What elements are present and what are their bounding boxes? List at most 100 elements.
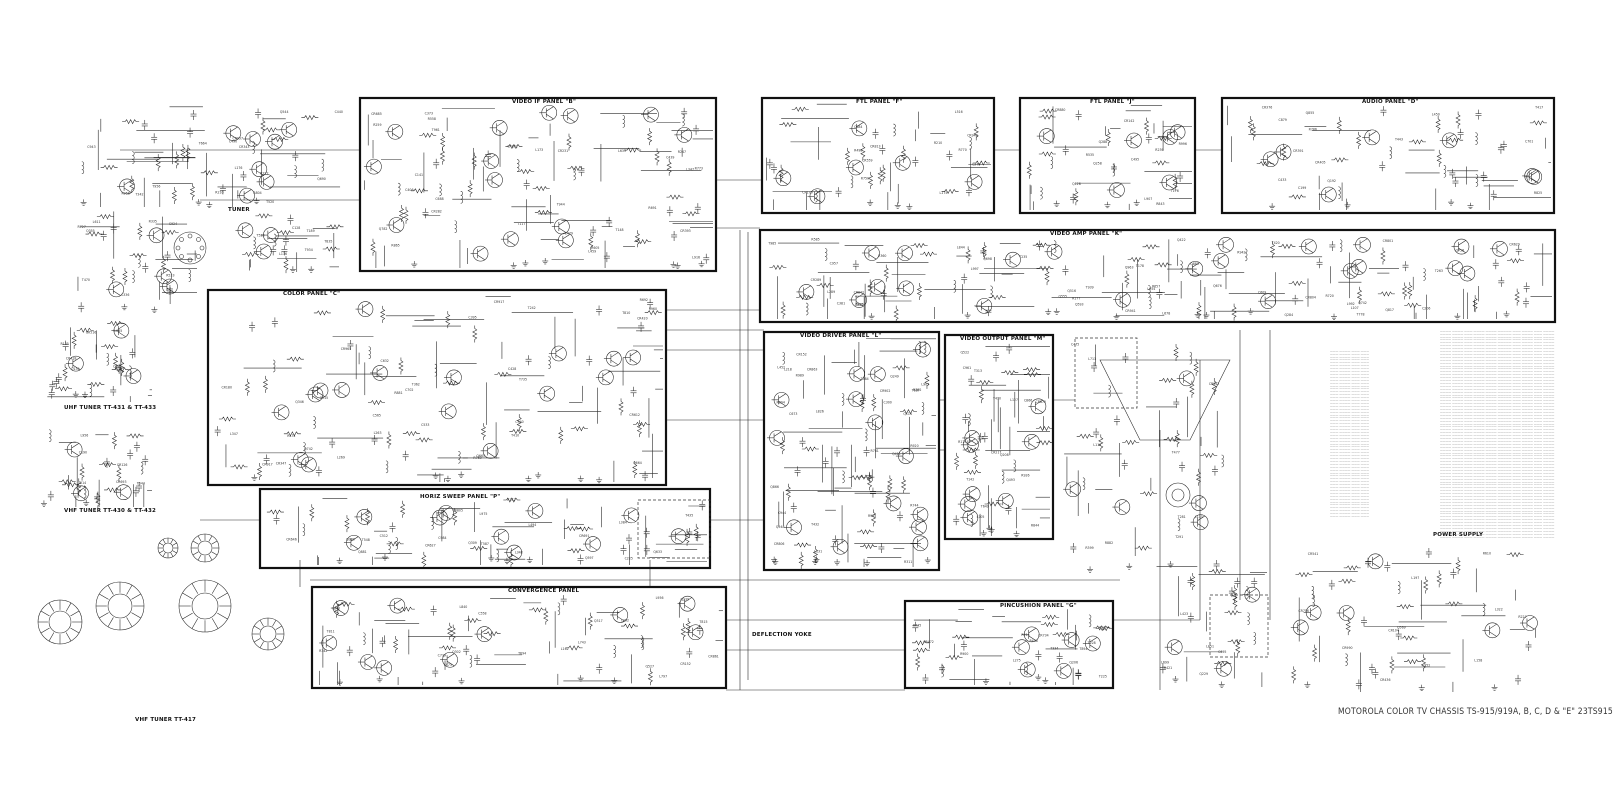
transistor-symbol xyxy=(354,509,373,525)
capacitor-symbol xyxy=(852,260,859,271)
component-ref-text: C558 xyxy=(478,612,486,616)
resistor-symbol xyxy=(440,133,446,151)
component-ref-text: Q516 xyxy=(1067,289,1076,293)
capacitor-symbol xyxy=(1075,669,1082,680)
resistor-symbol xyxy=(344,515,350,533)
tuner-dial-symbol xyxy=(190,533,220,563)
notes-text-line: ——— ———— ——— ——— xyxy=(1330,451,1369,455)
ground-symbol xyxy=(488,554,495,562)
ground-symbol xyxy=(195,199,202,206)
capacitor-symbol xyxy=(474,654,481,665)
component-ref-text: R210 xyxy=(215,190,223,194)
component-ref-text: T435 xyxy=(855,303,864,307)
component-ref-text: Q411 xyxy=(892,452,901,456)
component-ref-text: T291 xyxy=(1174,535,1183,539)
component-ref-text: T815 xyxy=(698,620,707,624)
coil-symbol xyxy=(132,151,135,164)
capacitor-symbol xyxy=(1005,504,1012,515)
transistor-symbol xyxy=(846,391,864,407)
component-ref-text: R399 xyxy=(1085,546,1093,550)
component-ref-text: T687 xyxy=(911,389,920,393)
resistor-symbol xyxy=(266,509,284,515)
component-ref-text: CR126 xyxy=(117,463,128,467)
capacitor-symbol xyxy=(1070,193,1077,204)
ground-symbol xyxy=(906,203,913,210)
ground-symbol xyxy=(1113,313,1120,320)
component-ref-text: T548 xyxy=(361,538,370,542)
resistor-symbol xyxy=(260,117,266,135)
resistor-symbol xyxy=(1403,658,1421,665)
ground-symbol xyxy=(1344,201,1351,209)
ground-symbol xyxy=(81,391,88,398)
resistor-symbol xyxy=(1232,585,1238,603)
capacitor-symbol xyxy=(643,527,650,538)
component-ref-text: R259 xyxy=(373,123,381,127)
component-ref-text: CR152 xyxy=(796,353,807,357)
notes-text-line: ———— ———— ——— ———— ———— ————— ——— ———— —… xyxy=(1440,410,1554,414)
component-ref-text: R955 xyxy=(868,514,876,518)
component-ref-text: L844 xyxy=(957,245,965,249)
capacitor-symbol xyxy=(832,535,839,546)
component-ref-text: L263 xyxy=(374,431,382,435)
transistor-symbol xyxy=(1053,663,1072,679)
capacitor-symbol xyxy=(1500,140,1507,151)
capacitor-symbol xyxy=(127,449,134,460)
notes-text-line: ———— ———— ——— ———— ———— ————— ——— ———— —… xyxy=(1440,436,1554,440)
component-ref-text: R843 xyxy=(1156,202,1164,206)
component-ref-text: L118 xyxy=(1093,443,1101,447)
component-ref-text: Q676 xyxy=(1213,284,1222,288)
transistor-symbol xyxy=(595,369,614,386)
resistor-symbol xyxy=(286,356,304,362)
resistor-symbol xyxy=(984,501,1002,507)
resistor-symbol xyxy=(887,475,893,493)
resistor-symbol xyxy=(160,255,167,273)
transistor-symbol xyxy=(443,369,462,386)
resistor-symbol xyxy=(1343,565,1361,571)
component-ref-text: R781 xyxy=(871,449,879,453)
component-ref-text: T649 xyxy=(980,505,989,509)
ground-symbol xyxy=(1448,199,1455,206)
resistor-symbol xyxy=(505,143,523,150)
resistor-symbol xyxy=(1446,137,1464,143)
resistor-symbol xyxy=(112,352,119,370)
notes-text-line: ——— ———— ——— ——— xyxy=(1330,482,1369,486)
resistor-symbol xyxy=(899,409,917,415)
notes-text-line: ———— ———— ——— ———— ———— ————— ——— ———— —… xyxy=(1440,431,1554,435)
capacitor-symbol xyxy=(596,663,603,674)
ground-symbol xyxy=(253,197,260,205)
component-ref-text: R996 xyxy=(1179,142,1187,146)
notes-text-line: ———— ———— ——— ———— ———— ————— ——— ———— —… xyxy=(1440,375,1554,379)
capacitor-symbol xyxy=(912,156,919,167)
coil-symbol xyxy=(395,537,398,550)
transistor-symbol xyxy=(370,365,388,381)
component-ref-text: CR231 xyxy=(558,149,569,153)
notes-text-line: ———— ———— ——— ———— ———— ————— ——— ———— —… xyxy=(1440,457,1554,461)
component-ref-text: CR170 xyxy=(802,191,813,195)
transistor-symbol xyxy=(113,484,132,500)
capacitor-symbol xyxy=(133,441,140,452)
capacitor-symbol xyxy=(433,158,440,169)
resistor-symbol xyxy=(1506,258,1524,264)
coil-symbol xyxy=(496,549,500,563)
component-ref-text: R920 xyxy=(910,444,918,448)
video-if-panel xyxy=(358,96,718,273)
component-ref-text: R825 xyxy=(1534,191,1542,195)
capacitor-symbol xyxy=(1395,630,1402,641)
component-ref-text: C373 xyxy=(972,162,980,166)
component-ref-text: CR282 xyxy=(431,209,442,213)
transistor-symbol xyxy=(525,503,544,519)
resistor-symbol xyxy=(1356,286,1363,304)
capacitor-symbol xyxy=(47,490,54,501)
component-ref-text: L916 xyxy=(692,256,700,260)
component-ref-text: R535 xyxy=(1086,153,1094,157)
notes-text-line: ———— ———— ——— ———— ———— ————— ——— ———— —… xyxy=(1440,341,1554,345)
resistor-symbol xyxy=(812,546,819,564)
component-ref-text: C565 xyxy=(373,413,381,417)
resistor-symbol xyxy=(100,164,118,171)
capacitor-symbol xyxy=(1228,587,1235,598)
component-ref-text: L452 xyxy=(777,366,785,370)
coil-symbol xyxy=(1108,384,1111,398)
resistor-symbol xyxy=(860,143,866,161)
coil-symbol xyxy=(1482,603,1486,616)
transistor-symbol xyxy=(846,366,865,382)
